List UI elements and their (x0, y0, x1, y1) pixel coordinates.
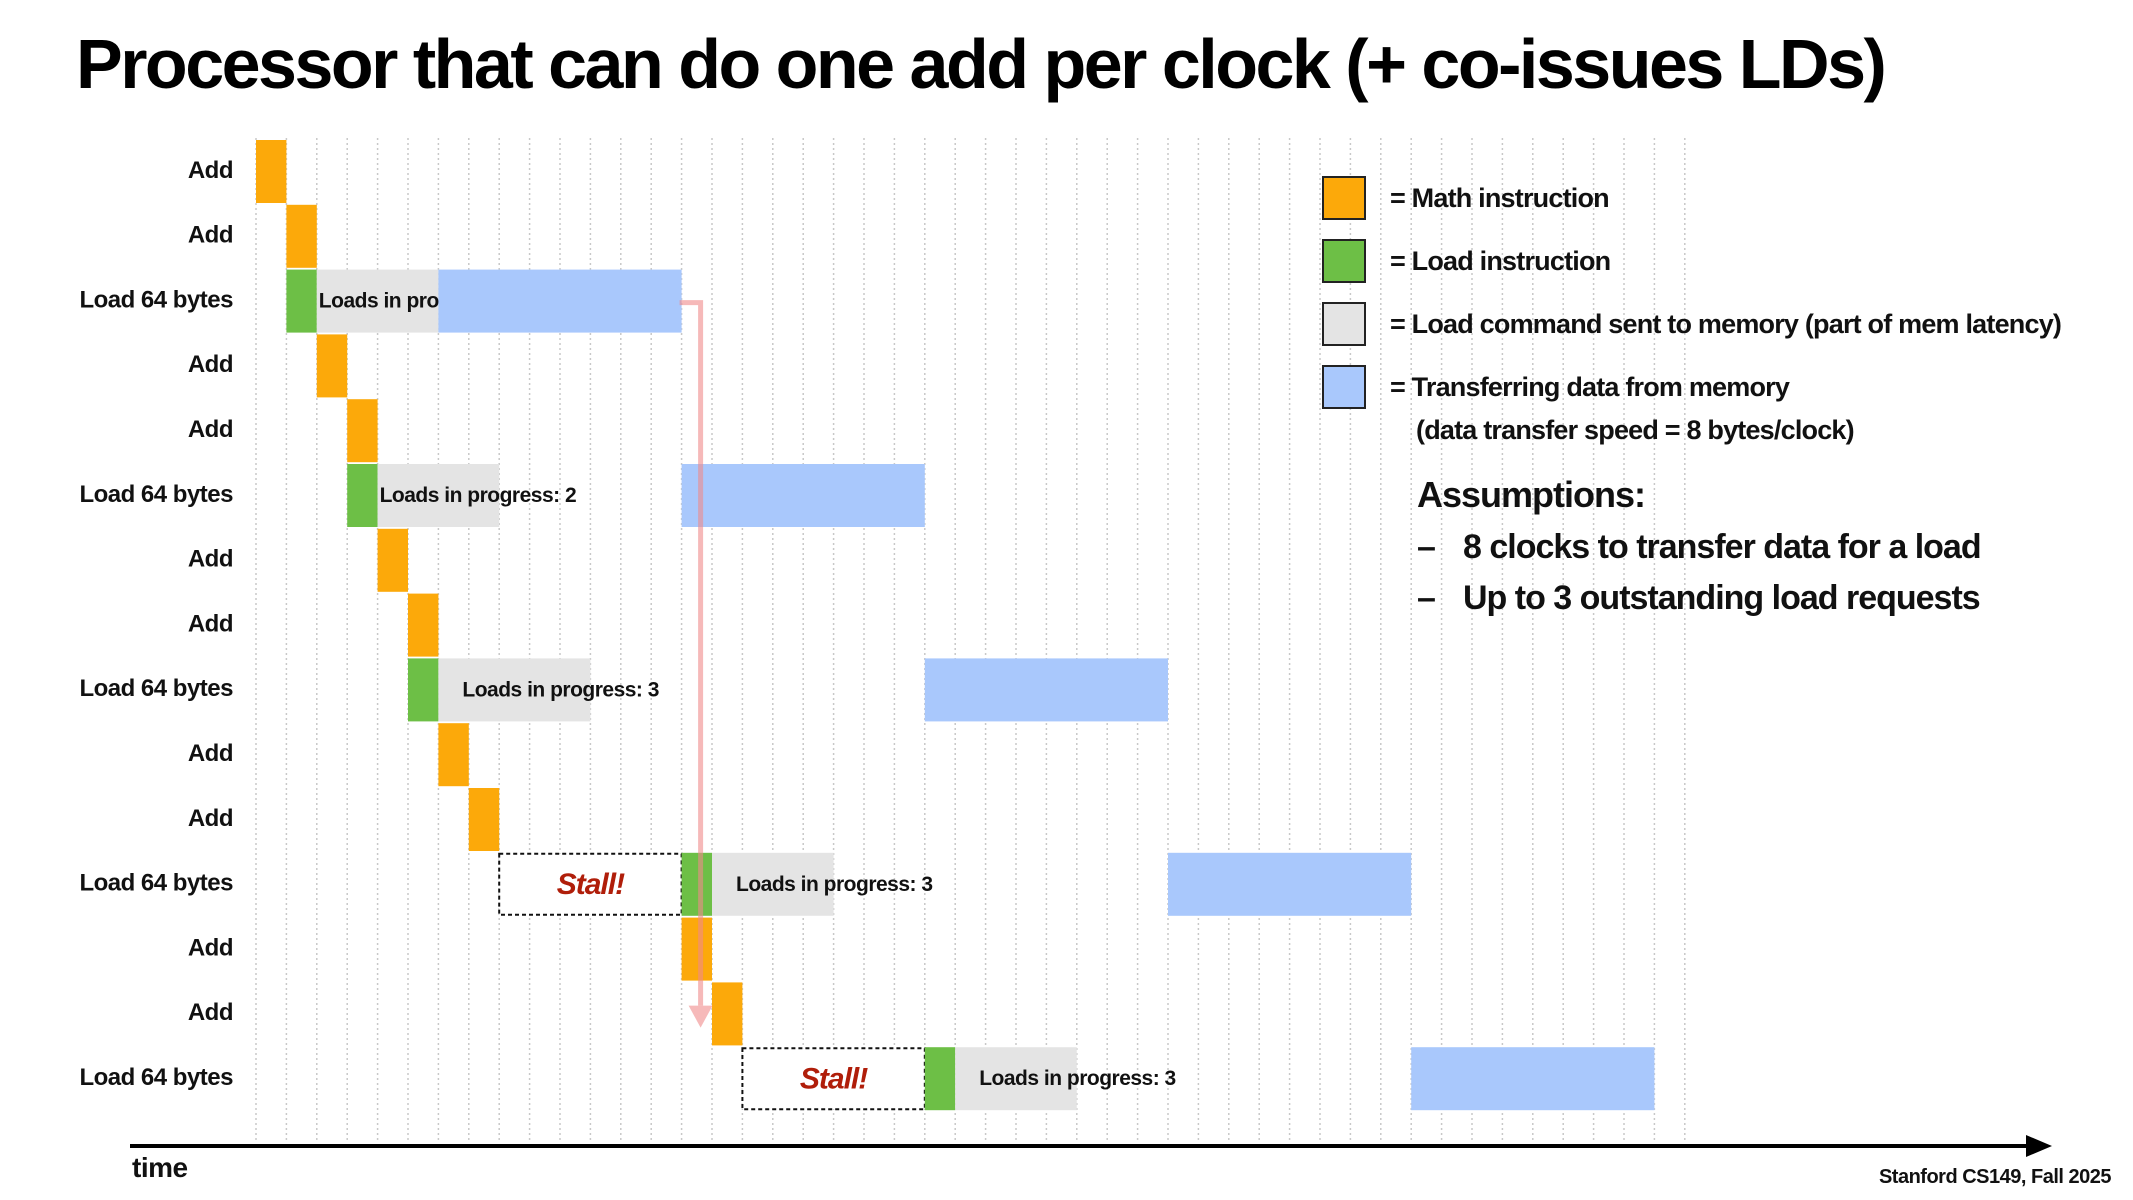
command-block (377, 464, 500, 527)
timeline-row (468, 788, 500, 851)
dependency-arrow (679, 300, 713, 1028)
command-block (316, 269, 439, 333)
stall-label: Stall! (800, 1063, 868, 1096)
transfer-block (1168, 852, 1412, 916)
math-block (712, 982, 743, 1046)
loads-in-progress-label: Loads in progress: 2 (380, 484, 577, 507)
row-label: Add (188, 222, 233, 249)
row-label: Add (188, 416, 233, 443)
row-label: Add (188, 610, 233, 637)
stall-box (498, 852, 683, 916)
legend-swatch-transfer (1322, 365, 1366, 409)
timeline-row (286, 204, 317, 268)
command-block (955, 1047, 1077, 1111)
row-label: Load 64 bytes (79, 675, 233, 702)
loads-in-progress-label: Loads in progress: 3 (979, 1067, 1176, 1090)
timeline-row (347, 399, 378, 463)
assumption-text: Up to 3 outstanding load requests (1463, 579, 1981, 617)
row-label: Load 64 bytes (79, 286, 233, 313)
dash-bullet: – (1417, 528, 1436, 566)
assumptions-panel: Assumptions: – 8 clocks to transfer data… (1417, 474, 1982, 618)
row-label: Add (188, 546, 233, 573)
legend-text-transfer: = Transferring data from memory (1390, 372, 1790, 402)
legend-text-load: = Load instruction (1390, 246, 1611, 276)
command-block (438, 658, 591, 722)
load-block (286, 269, 317, 333)
timeline-row: Stall! Loads in progress: 3 (741, 1047, 1655, 1111)
arrowhead-icon (688, 1005, 713, 1028)
legend-swatch-math (1322, 176, 1366, 220)
timeline-row (316, 334, 348, 398)
assumption-text: 8 clocks to transfer data for a load (1463, 528, 1982, 566)
transfer-block (438, 269, 682, 333)
legend-text-command: = Load command sent to memory (part of m… (1390, 309, 2062, 339)
load-block (347, 464, 378, 527)
load-block (408, 658, 439, 722)
timeline-row: Loads in progress: 2 (347, 464, 925, 527)
assumption-item: – Up to 3 outstanding load requests (1417, 579, 1981, 618)
load-block (924, 1047, 956, 1111)
time-axis (130, 1135, 2052, 1157)
stall-label: Stall! (557, 868, 625, 901)
dash-bullet: – (1417, 579, 1436, 617)
timeline-row (377, 528, 408, 592)
timeline-row (256, 140, 287, 203)
row-label: Add (188, 999, 233, 1026)
timeline-row: Stall! Loads in progress: 3 (498, 852, 1412, 916)
timeline-row: Loads in progress: 3 (408, 658, 1168, 722)
row-label: Load 64 bytes (79, 481, 233, 508)
instruction-blocks: Loads in progress: 1 Loads in progress: 2… (256, 140, 1655, 1111)
math-block (256, 140, 287, 203)
math-block (286, 204, 317, 268)
loads-in-progress-label: Loads in progress: 3 (736, 873, 933, 896)
row-label: Add (188, 157, 233, 184)
math-block (468, 788, 500, 851)
math-block (316, 334, 348, 398)
legend-swatch-load (1322, 239, 1366, 283)
loads-in-progress-label: Loads in progress: 3 (462, 678, 659, 701)
transfer-block (924, 658, 1168, 722)
math-block (438, 723, 469, 787)
row-label: Load 64 bytes (79, 870, 233, 897)
legend-text-math: = Math instruction (1390, 183, 1610, 213)
time-axis-label: time (132, 1152, 188, 1183)
row-label: Add (188, 740, 233, 767)
assumptions-heading: Assumptions: (1417, 474, 1646, 515)
dependency-arrow-line (679, 300, 704, 1006)
arrow-right-icon (2026, 1135, 2052, 1157)
row-label: Add (188, 805, 233, 832)
legend-swatch-command (1322, 302, 1366, 346)
timeline-row (408, 593, 439, 657)
timeline-row (712, 982, 743, 1046)
stall-box (741, 1047, 926, 1111)
timeline-row (438, 723, 469, 787)
transfer-block (681, 464, 925, 527)
page-title: Processor that can do one add per clock … (76, 25, 1887, 103)
footer-credit: Stanford CS149, Fall 2025 (1878, 1166, 2112, 1188)
row-label: Add (188, 934, 233, 961)
row-label: Add (188, 351, 233, 378)
timeline-row: Loads in progress: 1 (286, 269, 682, 333)
math-block (408, 593, 439, 657)
assumption-item: – 8 clocks to transfer data for a load (1417, 528, 1982, 567)
math-block (347, 399, 378, 463)
command-block (712, 852, 834, 916)
math-block (681, 917, 712, 981)
transfer-block (1411, 1047, 1655, 1111)
load-block (681, 852, 712, 916)
legend-text-transfer-speed: (data transfer speed = 8 bytes/clock) (1416, 415, 1855, 445)
timeline-row (681, 917, 712, 981)
row-label: Load 64 bytes (79, 1064, 233, 1091)
math-block (377, 528, 408, 592)
